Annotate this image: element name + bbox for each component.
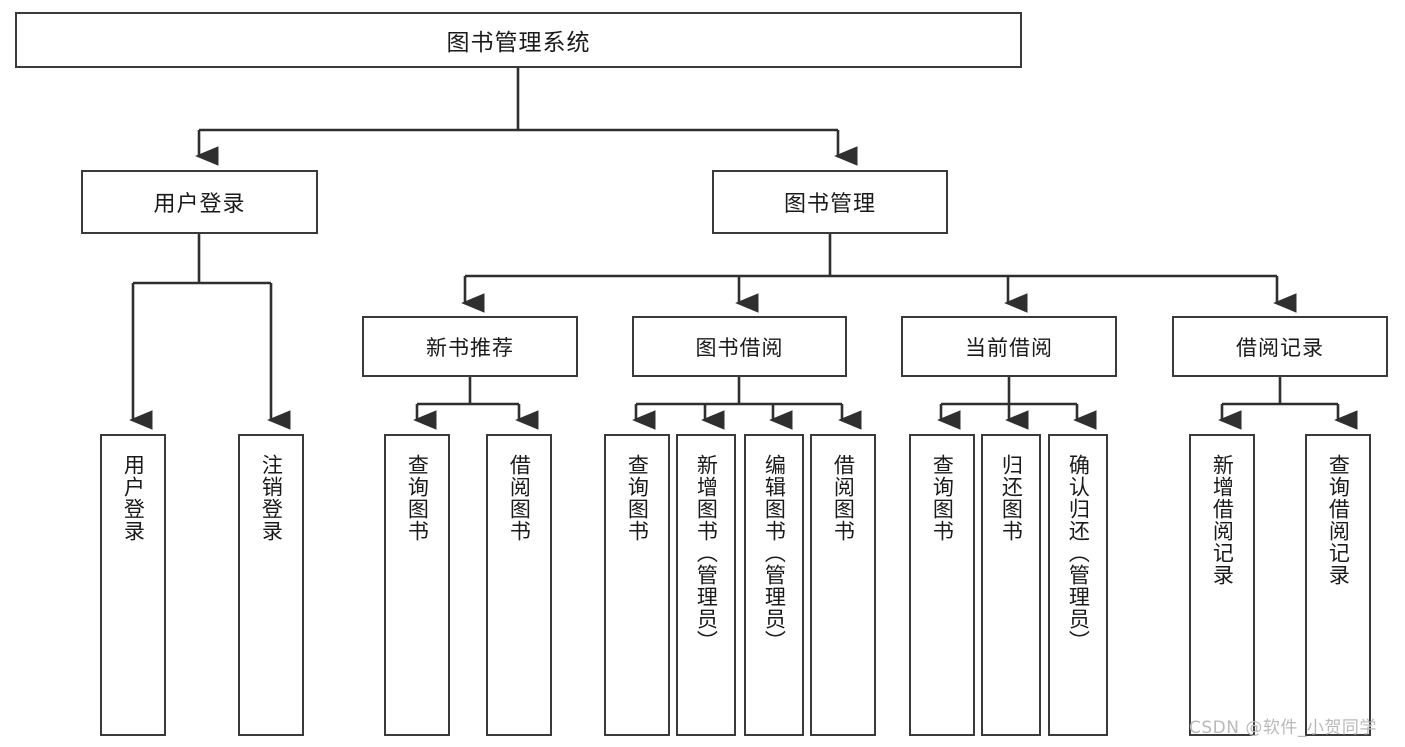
node-borrow-record[interactable]: 借阅记录 bbox=[1172, 316, 1388, 377]
leaf-confirm-return-admin-label: 确认归还（管理员） bbox=[1066, 454, 1091, 652]
leaf-confirm-return-admin[interactable]: 确认归还（管理员） bbox=[1048, 434, 1108, 736]
node-book-management[interactable]: 图书管理 bbox=[712, 170, 948, 234]
leaf-add-book-admin[interactable]: 新增图书（管理员） bbox=[676, 434, 736, 736]
leaf-return-book-label: 归还图书 bbox=[999, 454, 1024, 542]
node-new-book-recommend-label: 新书推荐 bbox=[426, 335, 514, 360]
leaf-query-borrow-record-label: 查询借阅记录 bbox=[1326, 454, 1351, 586]
node-current-borrow-label: 当前借阅 bbox=[965, 335, 1053, 360]
leaf-borrow-book-borrow[interactable]: 借阅图书 bbox=[810, 434, 876, 736]
leaf-query-book-borrow[interactable]: 查询图书 bbox=[604, 434, 670, 736]
leaf-edit-book-admin-label: 编辑图书（管理员） bbox=[762, 454, 787, 652]
leaf-add-borrow-record[interactable]: 新增借阅记录 bbox=[1189, 434, 1255, 736]
csdn-watermark: CSDN @软件_小贺同学 bbox=[1189, 718, 1377, 738]
leaf-query-book-borrow-label: 查询图书 bbox=[625, 454, 650, 542]
leaf-query-book-current[interactable]: 查询图书 bbox=[909, 434, 975, 736]
leaf-edit-book-admin[interactable]: 编辑图书（管理员） bbox=[744, 434, 804, 736]
leaf-query-book-recommend[interactable]: 查询图书 bbox=[384, 434, 450, 736]
leaf-user-login-label: 用户登录 bbox=[121, 454, 146, 542]
leaf-return-book[interactable]: 归还图书 bbox=[981, 434, 1041, 736]
leaf-logout-label: 注销登录 bbox=[259, 454, 284, 542]
node-user-login-label: 用户登录 bbox=[153, 192, 246, 217]
leaf-add-borrow-record-label: 新增借阅记录 bbox=[1210, 454, 1235, 586]
node-user-login[interactable]: 用户登录 bbox=[81, 170, 318, 234]
node-book-management-label: 图书管理 bbox=[783, 192, 876, 217]
leaf-query-book-recommend-label: 查询图书 bbox=[405, 454, 430, 542]
node-root-label: 图书管理系统 bbox=[446, 30, 591, 56]
leaf-add-book-admin-label: 新增图书（管理员） bbox=[694, 454, 719, 652]
leaf-user-login[interactable]: 用户登录 bbox=[100, 434, 166, 736]
leaf-borrow-book-recommend-label: 借阅图书 bbox=[507, 454, 532, 542]
node-borrow-record-label: 借阅记录 bbox=[1236, 335, 1324, 360]
node-current-borrow[interactable]: 当前借阅 bbox=[901, 316, 1117, 377]
leaf-query-book-current-label: 查询图书 bbox=[930, 454, 955, 542]
node-book-borrow-label: 图书借阅 bbox=[695, 335, 784, 360]
leaf-borrow-book-recommend[interactable]: 借阅图书 bbox=[486, 434, 552, 736]
node-new-book-recommend[interactable]: 新书推荐 bbox=[362, 316, 578, 377]
leaf-borrow-book-borrow-label: 借阅图书 bbox=[831, 454, 856, 542]
leaf-logout[interactable]: 注销登录 bbox=[238, 434, 304, 736]
node-book-borrow[interactable]: 图书借阅 bbox=[632, 316, 847, 377]
leaf-query-borrow-record[interactable]: 查询借阅记录 bbox=[1305, 434, 1371, 736]
node-root[interactable]: 图书管理系统 bbox=[15, 12, 1022, 68]
